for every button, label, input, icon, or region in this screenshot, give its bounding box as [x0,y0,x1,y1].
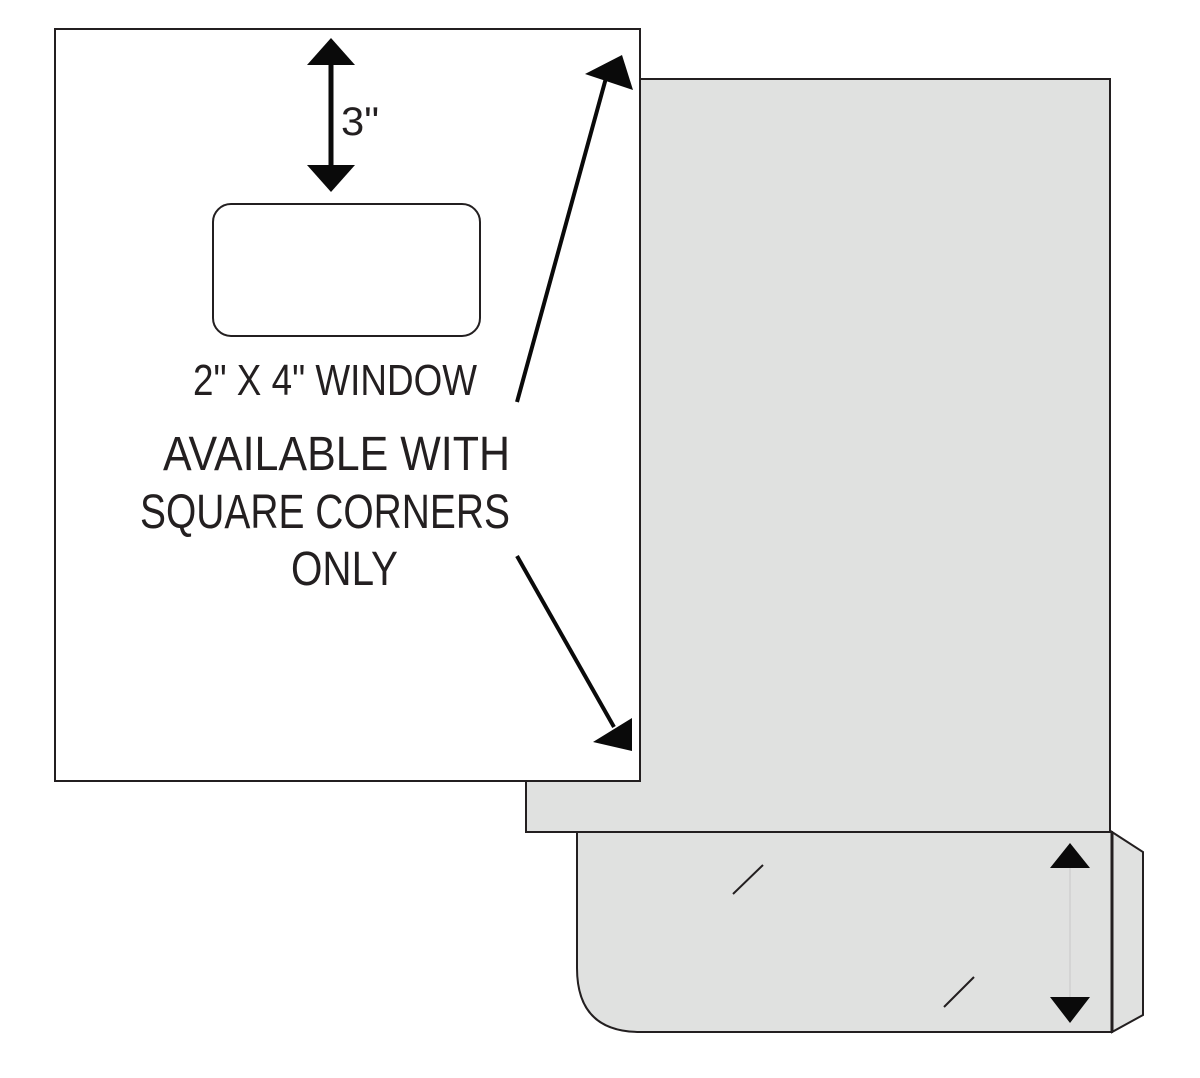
envelope-front-sheet [54,28,641,782]
flap-fold-mark [943,976,975,1008]
note-line-3: ONLY [291,543,398,596]
top-margin-label: 3" [341,100,379,144]
corner-arrow-bottom [515,555,632,751]
window-size-label: 2" X 4" WINDOW [193,356,477,405]
note-line-2: SQUARE CORNERS [140,486,510,539]
envelope-flap [576,831,1113,1033]
flap-fold-mark [732,864,764,895]
corner-arrow-top [515,55,633,403]
envelope-side-tab [1111,830,1144,1034]
flap-height-arrow [1050,843,1090,1023]
note-line-1: AVAILABLE WITH [163,428,510,481]
top-margin-arrow [307,38,355,192]
envelope-window [212,203,481,337]
